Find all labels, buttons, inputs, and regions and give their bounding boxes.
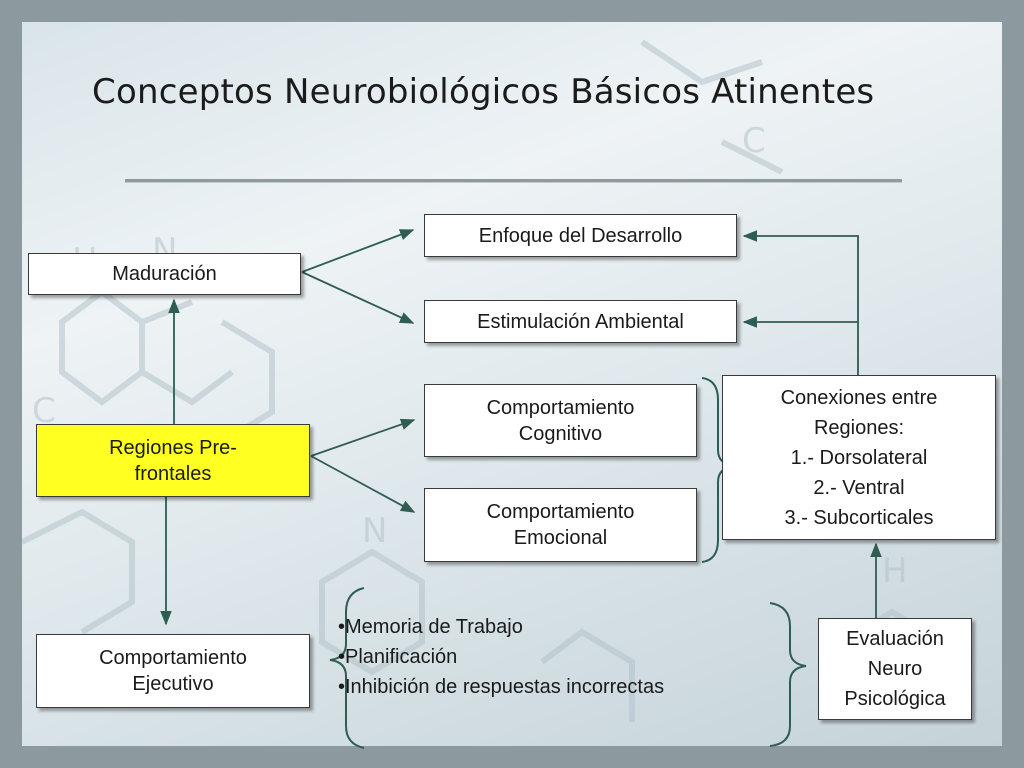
maduracion-box: Maduración <box>28 253 301 295</box>
svg-text:C: C <box>742 121 766 161</box>
brace-evaluacion <box>769 602 807 747</box>
comportamiento-emocional-line-2: Emocional <box>513 527 608 549</box>
svg-text:C: C <box>32 391 56 431</box>
arrow-maduracion-estimulacion <box>301 271 415 324</box>
comportamiento-cognitivo-line-2: Cognitivo <box>518 422 603 445</box>
comportamiento-ejecutivo-line-1: Comportamiento <box>99 647 247 669</box>
arrow-regiones-emocional <box>310 455 416 513</box>
conexiones-line-1: Conexiones entre <box>780 386 938 409</box>
conexiones-regiones-box: Conexiones entre Regiones: 1.- Dorsolate… <box>722 375 996 540</box>
arrow-maduracion-enfoque <box>301 229 415 273</box>
comportamiento-emocional-box: Comportamiento Emocional <box>424 488 697 562</box>
maduracion-label: Maduración <box>112 263 217 285</box>
list-item: •Memoria de Trabajo <box>338 616 523 638</box>
estimulacion-ambiental-label: Estimulación Ambiental <box>477 310 684 333</box>
brace-executive-list <box>329 587 365 749</box>
comportamiento-emocional-line-1: Comportamiento <box>486 501 635 523</box>
comportamiento-ejecutivo-line-2: Ejecutivo <box>132 673 214 695</box>
evaluacion-neuropsicologica-box: Evaluación Neuro Psicológica <box>818 618 972 720</box>
arrow-conexiones-enfoque <box>742 230 859 375</box>
regiones-prefrontales-line-1: Regiones Pre- <box>109 436 237 459</box>
conexiones-line-5: 3.- Subcorticales <box>784 506 934 529</box>
estimulacion-ambiental-box: Estimulación Ambiental <box>424 300 737 343</box>
slide-title: Conceptos Neurobiológicos Básicos Atinen… <box>92 72 875 112</box>
evaluacion-line-3: Psicológica <box>844 688 946 710</box>
enfoque-desarrollo-box: Enfoque del Desarrollo <box>424 214 737 257</box>
list-item: •Inhibición de respuestas incorrectas <box>338 676 665 698</box>
regiones-prefrontales-box: Regiones Pre- frontales <box>36 424 310 497</box>
executive-functions-list: •Memoria de Trabajo •Planificación •Inhi… <box>338 612 664 702</box>
conexiones-line-2: Regiones: <box>813 416 905 439</box>
evaluacion-line-2: Neuro <box>867 658 923 680</box>
title-divider <box>125 179 902 183</box>
svg-text:H: H <box>882 551 908 591</box>
svg-text:N: N <box>362 511 387 551</box>
comportamiento-cognitivo-line-1: Comportamiento <box>486 396 635 419</box>
regiones-prefrontales-line-2: frontales <box>134 462 212 485</box>
evaluacion-line-1: Evaluación <box>846 628 944 650</box>
conexiones-line-3: 1.- Dorsolateral <box>790 446 928 469</box>
conexiones-line-4: 2.- Ventral <box>813 476 905 499</box>
arrow-regiones-cognitivo <box>310 418 416 457</box>
enfoque-desarrollo-label: Enfoque del Desarrollo <box>478 224 683 247</box>
list-item: •Planificación <box>338 646 458 668</box>
comportamiento-ejecutivo-box: Comportamiento Ejecutivo <box>36 634 310 708</box>
comportamiento-cognitivo-box: Comportamiento Cognitivo <box>424 384 697 457</box>
